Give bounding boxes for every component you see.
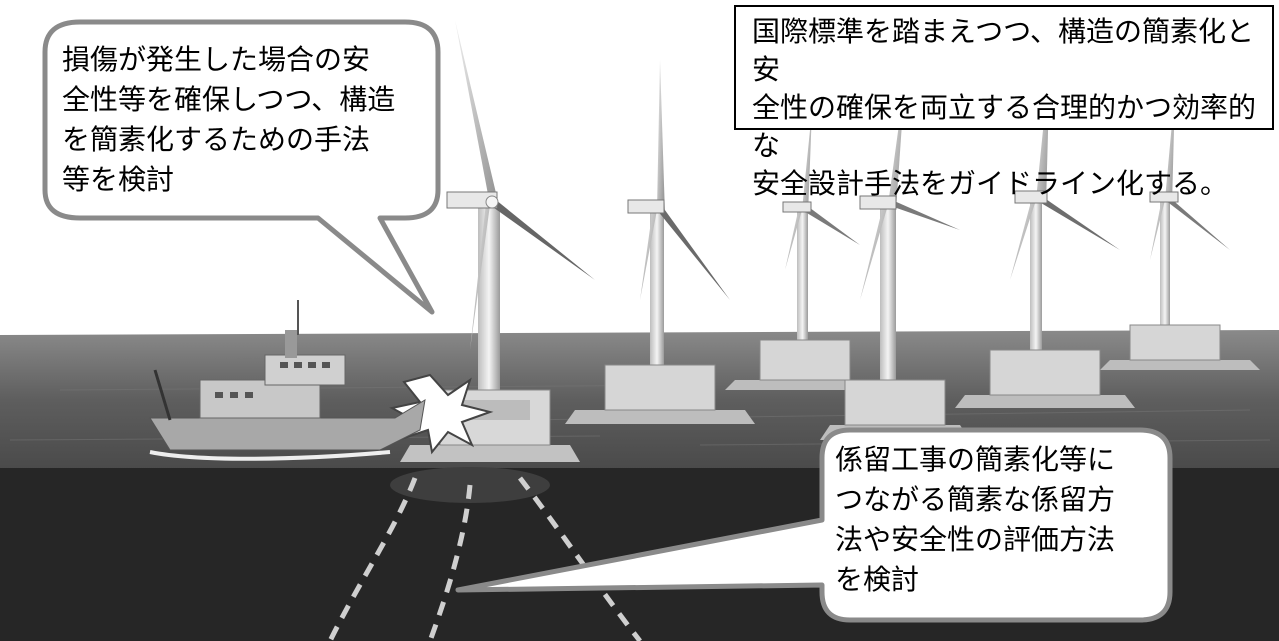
- callout-bubble-left: [42, 19, 441, 315]
- turbine-back-3: [725, 110, 880, 390]
- damage-burst-icon: [389, 373, 494, 455]
- turbine-back-1: [1100, 90, 1260, 370]
- callout-damage-safety-text: 損傷が発生した場合の安 全性等を確保しつつ、構造 を簡素化するための手法 等を検…: [62, 43, 396, 196]
- mooring-chains: [327, 476, 642, 641]
- turbine-main: [400, 20, 595, 462]
- callout-mooring-text: 係留工事の簡素化等に つながる簡素な係留方 法や安全性の評価方法 を検討: [835, 443, 1116, 596]
- guideline-text: 国際標準を踏まえつつ、構造の簡素化と安 全性の確保を両立する合理的かつ効率的な …: [752, 15, 1257, 200]
- callout-bubble-right: [455, 427, 1173, 623]
- ship: [149, 300, 426, 461]
- guideline-box: 国際標準を踏まえつつ、構造の簡素化と安 全性の確保を両立する合理的かつ効率的な …: [734, 5, 1274, 200]
- turbine-mid-1: [565, 60, 755, 424]
